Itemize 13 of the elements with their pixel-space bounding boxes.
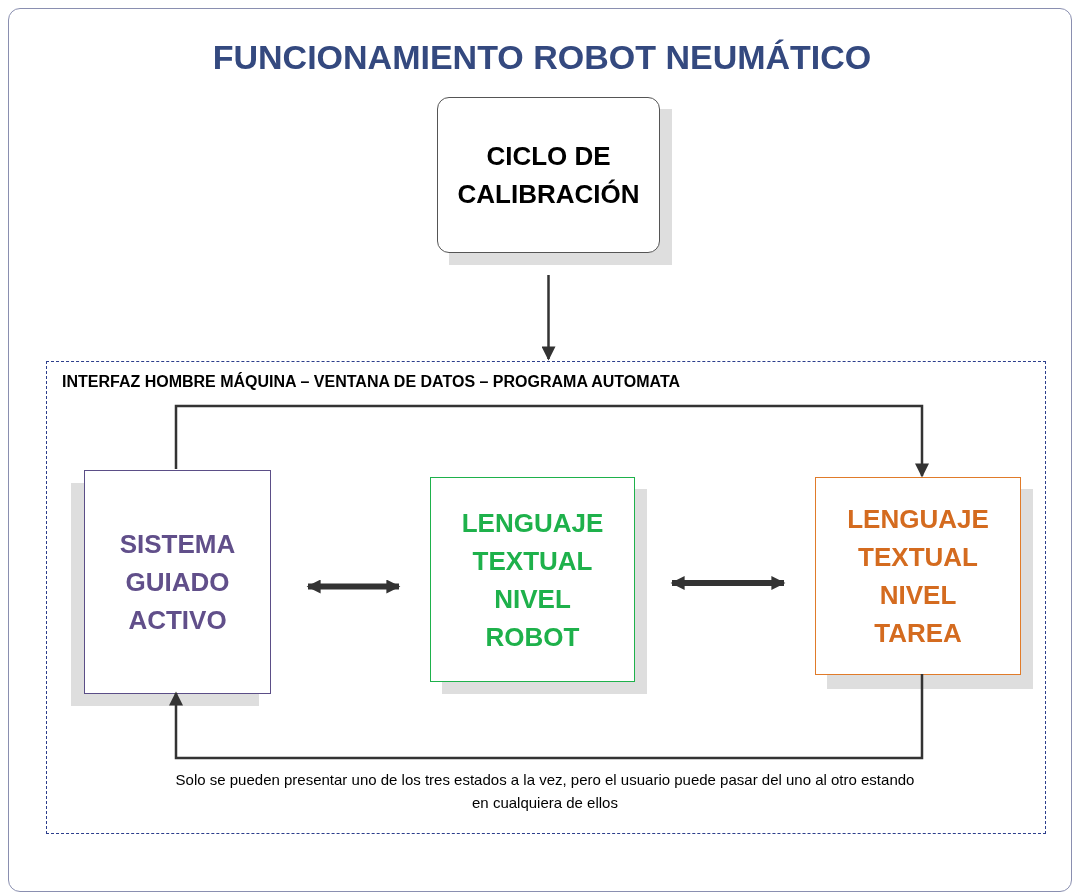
frame-heading: INTERFAZ HOMBRE MÁQUINA – VENTANA DE DATOS – PROGRAMA AUTOMATA bbox=[62, 371, 681, 392]
arrow bbox=[670, 576, 786, 590]
process-box: SISTEMA GUIADO ACTIVO bbox=[84, 470, 271, 694]
arrow bbox=[306, 579, 401, 594]
note-text: Solo se pueden presentar uno de los tres estados a la vez, pero el usuario puede pasar del uno al otro estando en cualquiera de ellos bbox=[175, 770, 915, 813]
arrow bbox=[541, 275, 556, 361]
arrow bbox=[169, 674, 924, 760]
title: FUNCIONAMIENTO ROBOT NEUMÁTICO bbox=[211, 37, 873, 78]
dashed-frame bbox=[46, 361, 1046, 834]
process-box: CICLO DE CALIBRACIÓN bbox=[437, 97, 660, 253]
process-box: LENGUAJE TEXTUAL NIVEL TAREA bbox=[815, 477, 1021, 675]
process-box: LENGUAJE TEXTUAL NIVEL ROBOT bbox=[430, 477, 635, 682]
arrow bbox=[174, 404, 929, 478]
